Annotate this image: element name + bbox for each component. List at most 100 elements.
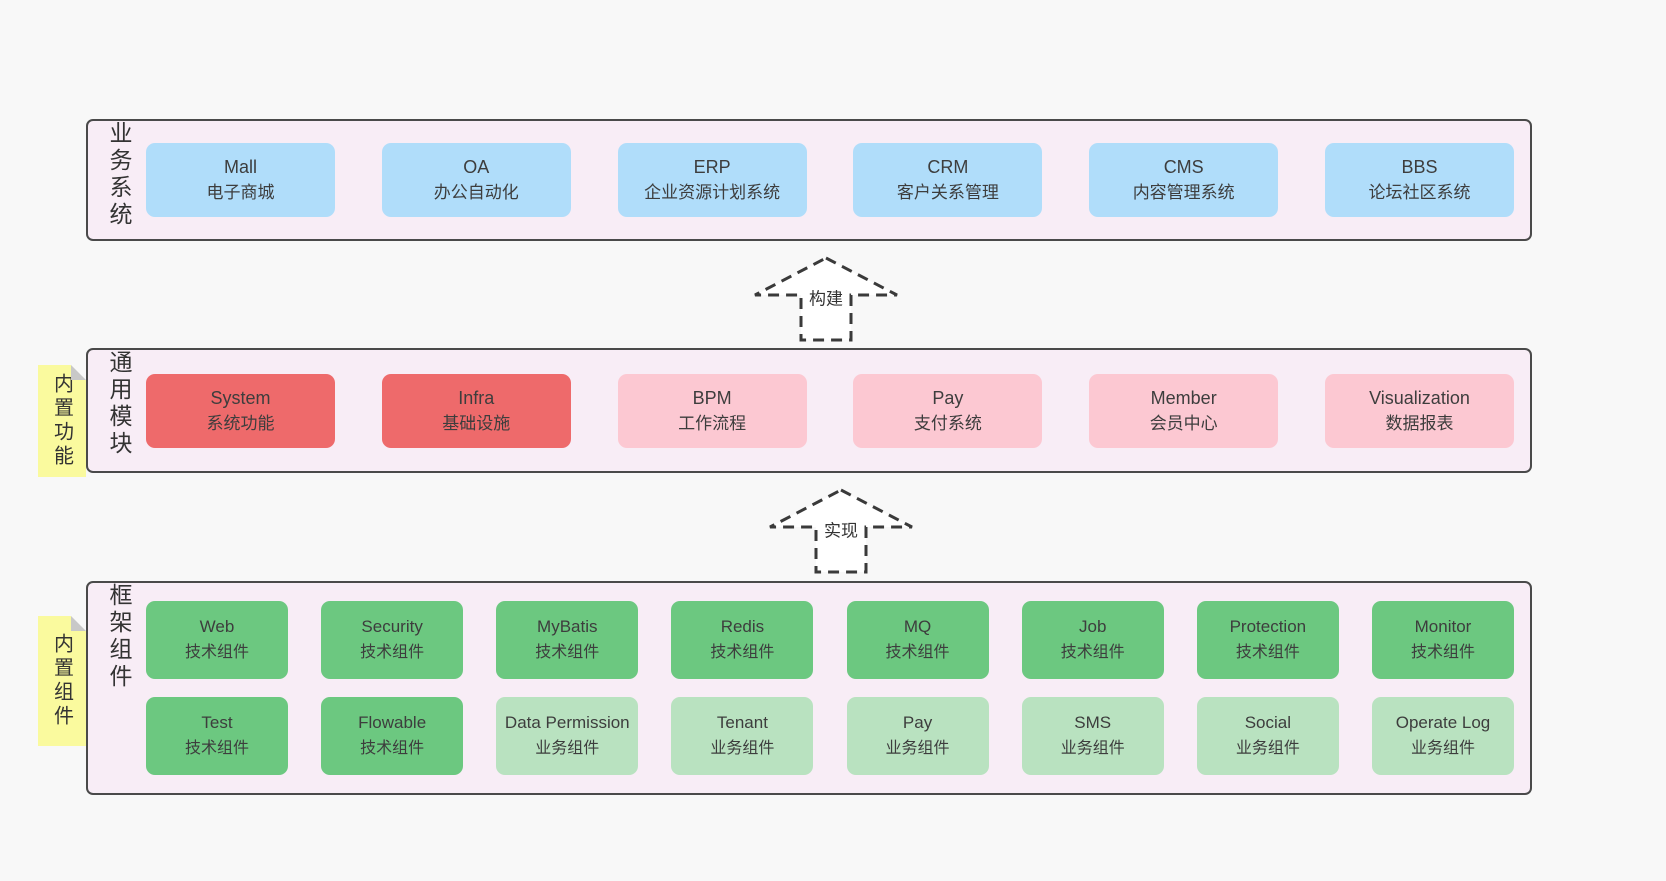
node-title: Job	[1078, 617, 1107, 636]
node-title: Pay	[902, 713, 933, 732]
module-boxes-row: System 系统功能 Infra 基础设施 BPM 工作流程 Pay 支付系统…	[146, 350, 1514, 471]
node-sms: SMS 业务组件	[1021, 697, 1164, 775]
node-subtitle: 业务组件	[1060, 740, 1125, 757]
node-subtitle: 工作流程	[678, 413, 747, 433]
node-subtitle: 技术组件	[1235, 644, 1300, 661]
node-subtitle: 电子商城	[206, 183, 275, 202]
node-subtitle: 办公自动化	[433, 183, 519, 202]
node-subtitle: 技术组件	[360, 644, 425, 661]
node-subtitle: 技术组件	[184, 740, 249, 757]
sticky-note-builtin-features: 内置功能	[38, 365, 86, 477]
node-subtitle: 基础设施	[442, 413, 511, 433]
component-row-2: Test 技术组件 Flowable 技术组件 Data Permission …	[146, 697, 1514, 775]
node-title: Data Permission	[504, 713, 630, 732]
component-row-1: Web 技术组件 Security 技术组件 MyBatis 技术组件 Redi…	[146, 601, 1514, 679]
implement-arrow-label: 实现	[821, 515, 861, 543]
layer-business-systems-label: 业务系统	[106, 121, 132, 229]
node-subtitle: 业务组件	[1410, 740, 1475, 757]
business-boxes-row: Mall 电子商城 OA 办公自动化 ERP 企业资源计划系统 CRM 客户关系…	[146, 121, 1514, 239]
node-title: Monitor	[1414, 617, 1472, 636]
node-title: CRM	[927, 157, 969, 177]
node-data-permission: Data Permission 业务组件	[496, 697, 639, 775]
node-title: Visualization	[1369, 387, 1470, 408]
node-subtitle: 技术组件	[710, 644, 775, 661]
node-subtitle: 技术组件	[1060, 644, 1125, 661]
node-crm: CRM 客户关系管理	[853, 143, 1043, 217]
layer-framework-components: 框架组件 Web 技术组件 Security 技术组件 MyBatis 技术组件…	[86, 581, 1532, 795]
node-subtitle: 业务组件	[885, 740, 950, 757]
component-rows: Web 技术组件 Security 技术组件 MyBatis 技术组件 Redi…	[146, 583, 1514, 793]
node-subtitle: 论坛社区系统	[1368, 183, 1471, 202]
node-subtitle: 企业资源计划系统	[644, 183, 781, 202]
node-subtitle: 技术组件	[360, 740, 425, 757]
node-tenant: Tenant 业务组件	[671, 697, 814, 775]
node-bpm: BPM 工作流程	[617, 373, 807, 448]
node-title: CMS	[1163, 157, 1204, 177]
node-subtitle: 技术组件	[535, 644, 600, 661]
node-title: SMS	[1074, 713, 1112, 732]
node-mq: MQ 技术组件	[846, 601, 989, 679]
node-title: Tenant	[716, 713, 768, 732]
node-subtitle: 会员中心	[1149, 413, 1218, 433]
node-title: Test	[201, 713, 233, 732]
node-title: Redis	[720, 617, 765, 636]
node-title: ERP	[693, 157, 731, 177]
node-subtitle: 客户关系管理	[896, 183, 999, 202]
node-oa: OA 办公自动化	[381, 143, 571, 217]
node-subtitle: 技术组件	[184, 644, 249, 661]
node-title: MyBatis	[537, 617, 598, 636]
layer-framework-components-label: 框架组件	[106, 583, 132, 691]
node-bbs: BBS 论坛社区系统	[1324, 143, 1514, 217]
sticky-builtin-features-label: 内置功能	[50, 373, 73, 469]
node-subtitle: 业务组件	[535, 740, 600, 757]
layer-common-modules-label: 通用模块	[106, 350, 132, 458]
sticky-note-builtin-components: 内置组件	[38, 616, 86, 746]
node-title: OA	[463, 157, 490, 177]
node-monitor: Monitor 技术组件	[1371, 601, 1514, 679]
node-title: Social	[1244, 713, 1291, 732]
node-subtitle: 系统功能	[206, 413, 275, 433]
node-title: Flowable	[358, 713, 427, 732]
node-erp: ERP 企业资源计划系统	[617, 143, 807, 217]
layer-business-systems: 业务系统 Mall 电子商城 OA 办公自动化 ERP 企业资源计划系统 CRM…	[86, 119, 1532, 241]
node-test: Test 技术组件	[146, 697, 288, 775]
node-title: Operate Log	[1395, 713, 1491, 732]
node-visualization: Visualization 数据报表	[1324, 373, 1514, 448]
node-title: Protection	[1229, 617, 1307, 636]
node-title: Security	[361, 617, 423, 636]
node-title: Member	[1150, 387, 1217, 408]
node-title: Mall	[223, 157, 257, 177]
node-title: Web	[199, 617, 235, 636]
node-protection: Protection 技术组件	[1196, 601, 1339, 679]
node-mybatis: MyBatis 技术组件	[496, 601, 639, 679]
node-web: Web 技术组件	[146, 601, 288, 679]
node-title: MQ	[903, 617, 932, 636]
node-system: System 系统功能	[146, 373, 335, 448]
node-title: System	[210, 387, 271, 408]
node-member: Member 会员中心	[1089, 373, 1279, 448]
node-title: Infra	[458, 387, 495, 408]
node-title: BPM	[692, 387, 732, 408]
node-security: Security 技术组件	[321, 601, 464, 679]
build-arrow: 构建	[751, 255, 901, 343]
node-subtitle: 业务组件	[1235, 740, 1300, 757]
node-operate-log: Operate Log 业务组件	[1371, 697, 1514, 775]
node-cms: CMS 内容管理系统	[1089, 143, 1279, 217]
node-mall: Mall 电子商城	[146, 143, 335, 217]
node-subtitle: 内容管理系统	[1132, 183, 1235, 202]
node-social: Social 业务组件	[1196, 697, 1339, 775]
node-title: Pay	[932, 387, 964, 408]
node-subtitle: 数据报表	[1385, 413, 1454, 433]
sticky-builtin-components-label: 内置组件	[50, 633, 73, 729]
node-redis: Redis 技术组件	[671, 601, 814, 679]
node-flowable: Flowable 技术组件	[321, 697, 464, 775]
node-subtitle: 技术组件	[885, 644, 950, 661]
node-subtitle: 业务组件	[710, 740, 775, 757]
node-pay-component: Pay 业务组件	[846, 697, 989, 775]
node-job: Job 技术组件	[1021, 601, 1164, 679]
node-title: BBS	[1401, 157, 1438, 177]
implement-arrow: 实现	[766, 487, 916, 575]
node-subtitle: 支付系统	[913, 413, 982, 433]
build-arrow-label: 构建	[806, 283, 846, 311]
node-infra: Infra 基础设施	[381, 373, 571, 448]
